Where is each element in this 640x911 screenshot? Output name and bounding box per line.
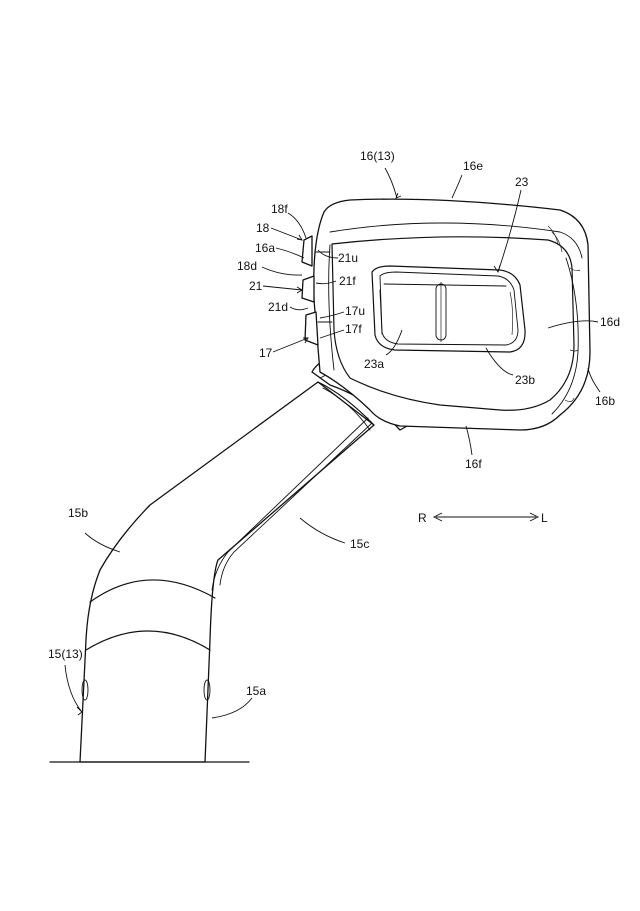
direction-left-label: L (541, 511, 548, 525)
label-23b: 23b (515, 373, 535, 387)
reference-labels: 16(13) 16e 23 18f 18 16a 21u 18d 21f 21 … (48, 149, 620, 698)
label-17u: 17u (345, 304, 365, 318)
label-15a: 15a (246, 684, 266, 698)
side-controls (301, 235, 333, 346)
label-21: 21 (249, 279, 263, 293)
mirror-housing (313, 198, 591, 431)
direction-indicator: R L (418, 511, 548, 525)
label-16d: 16d (600, 315, 620, 329)
label-16-13: 16(13) (360, 149, 395, 163)
label-16f: 16f (465, 457, 482, 471)
label-18d: 18d (237, 259, 257, 273)
leader-lines (64, 167, 601, 719)
label-15c: 15c (350, 537, 369, 551)
label-15b: 15b (68, 506, 88, 520)
label-16a: 16a (255, 241, 275, 255)
direction-right-label: R (418, 511, 427, 525)
label-21f: 21f (339, 274, 356, 288)
mirror-stay-arm (49, 381, 375, 763)
label-16e: 16e (463, 159, 483, 173)
label-18f: 18f (271, 202, 288, 216)
mirror-unit (371, 265, 526, 353)
label-21d: 21d (268, 300, 288, 314)
label-21u: 21u (338, 251, 358, 265)
label-15-13: 15(13) (48, 647, 83, 661)
label-23a: 23a (364, 357, 384, 371)
label-17: 17 (259, 346, 273, 360)
label-17f: 17f (345, 322, 362, 336)
label-23: 23 (515, 175, 529, 189)
label-16b: 16b (595, 394, 615, 408)
label-18: 18 (256, 221, 270, 235)
